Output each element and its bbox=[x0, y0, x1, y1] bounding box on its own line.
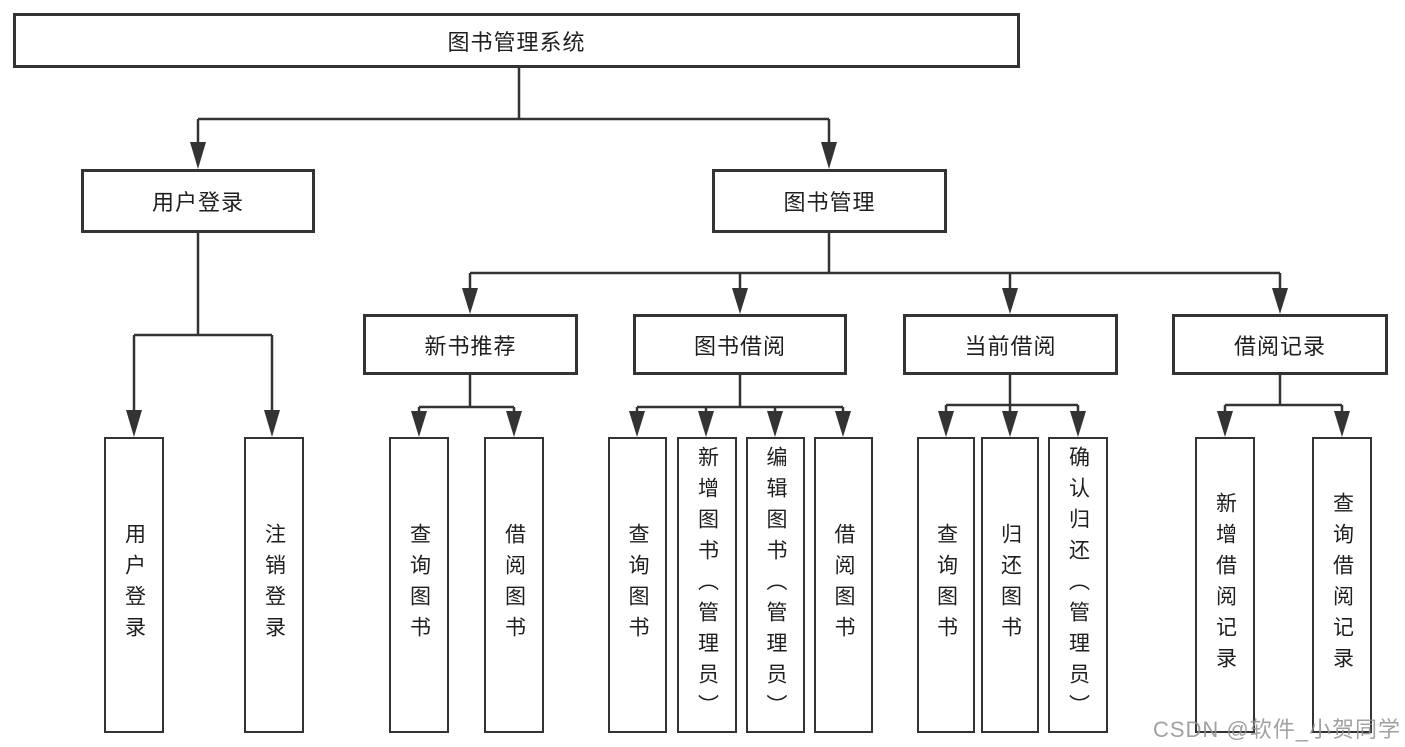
leaf-user-login: 用户登录 bbox=[104, 437, 164, 733]
leaf-query-book-borrow: 查询图书 bbox=[608, 437, 667, 733]
leaf-borrow-book-recommend: 借阅图书 bbox=[484, 437, 544, 733]
leaf-query-borrow-record: 查询借阅记录 bbox=[1312, 437, 1372, 733]
leaf-query-book-current: 查询图书 bbox=[917, 437, 975, 733]
connector-book-manage-to-level3 bbox=[468, 232, 1282, 289]
csdn-watermark: CSDN @软件_小贺同学 bbox=[1152, 717, 1401, 742]
connector-borrow-record-to-children bbox=[1223, 374, 1344, 412]
leaf-return-book: 归还图书 bbox=[981, 437, 1039, 733]
leaf-edit-book-admin: 编辑图书（管理员） bbox=[746, 437, 805, 733]
leaf-add-borrow-record: 新增借阅记录 bbox=[1195, 437, 1255, 733]
leaf-confirm-return-admin: 确认归还（管理员） bbox=[1048, 437, 1108, 733]
node-borrow-record: 借阅记录 bbox=[1172, 314, 1388, 375]
leaf-query-book-recommend: 查询图书 bbox=[389, 437, 449, 733]
node-book-manage: 图书管理 bbox=[712, 169, 947, 233]
connector-new-book-to-children bbox=[417, 374, 516, 412]
node-new-book-recommend: 新书推荐 bbox=[363, 314, 578, 375]
node-current-borrow: 当前借阅 bbox=[903, 314, 1118, 375]
connector-current-borrow-to-children bbox=[944, 374, 1080, 412]
node-user-login: 用户登录 bbox=[81, 169, 315, 233]
leaf-add-book-admin: 新增图书（管理员） bbox=[677, 437, 737, 733]
connector-user-login-to-children bbox=[132, 232, 274, 411]
leaf-borrow-book: 借阅图书 bbox=[814, 437, 873, 733]
connector-book-borrow-to-children bbox=[635, 374, 845, 412]
node-book-borrow: 图书借阅 bbox=[633, 314, 847, 375]
connector-root-to-level2 bbox=[196, 67, 831, 143]
leaf-logout: 注销登录 bbox=[244, 437, 304, 733]
node-root: 图书管理系统 bbox=[13, 13, 1020, 68]
